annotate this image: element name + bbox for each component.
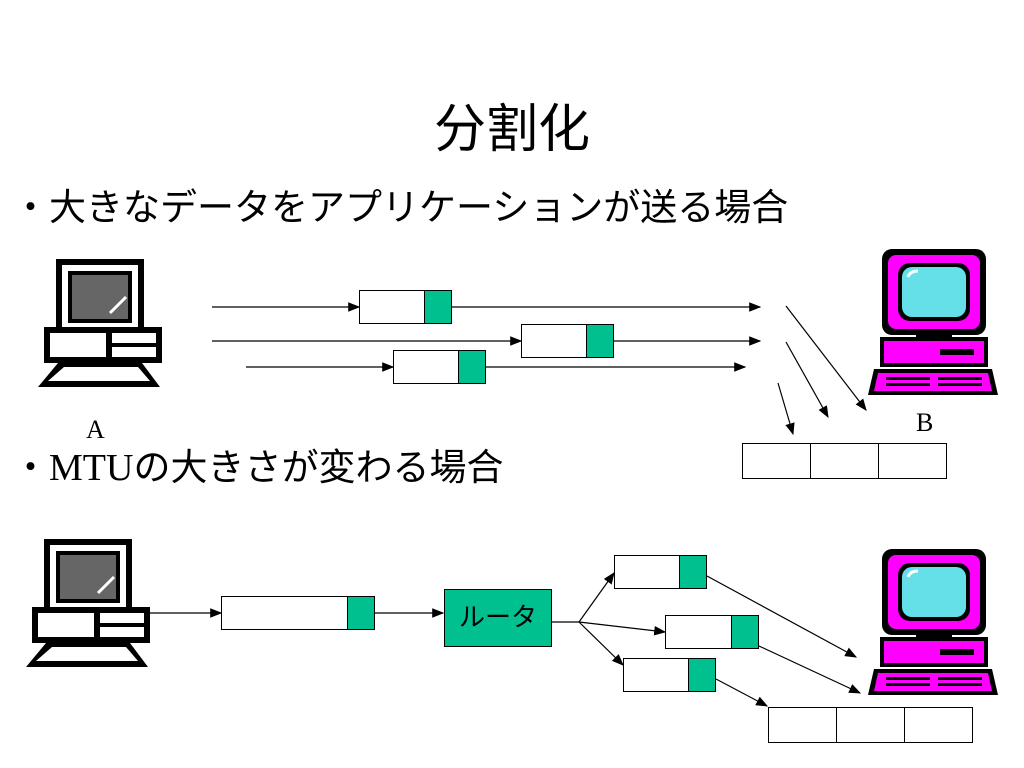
reassembly-buffer: [768, 707, 973, 743]
packet-large: [221, 596, 375, 630]
host-b-label: B: [916, 408, 934, 437]
arrow-line: [578, 572, 615, 623]
bullet-mtu-change: ・MTUの大きさが変わる場合: [12, 446, 503, 490]
reassembly-buffer: [742, 443, 947, 479]
host-a-label: A: [86, 415, 105, 444]
arrow-line: [706, 575, 858, 658]
arrow-line: [758, 645, 862, 694]
buffer-cell: [811, 444, 879, 478]
packet-header: [347, 597, 374, 629]
bullet-mark: ・: [12, 186, 49, 229]
packet-fragment: [665, 615, 759, 649]
packet: [393, 350, 486, 384]
packet-header: [679, 556, 706, 588]
packet-header: [424, 291, 451, 323]
bullet-text: の大きさが変わる場合: [133, 446, 504, 489]
buffer-cell: [769, 708, 837, 742]
bullet-text: 大きなデータをアプリケーションが送る場合: [49, 186, 789, 229]
receiver-computer-icon: [868, 249, 998, 395]
arrow-line: [777, 382, 795, 436]
buffer-cell: [743, 444, 811, 478]
arrow-line: [715, 678, 769, 707]
receiver-computer-icon: [868, 549, 998, 695]
packet: [521, 324, 614, 358]
buffer-cell: [879, 444, 946, 478]
arrow-line: [578, 621, 624, 666]
packet-fragment: [623, 658, 716, 692]
packet-header: [586, 325, 613, 357]
arrow-line: [578, 621, 667, 636]
bullet-mark: ・: [12, 446, 49, 489]
sender-computer-icon: [38, 259, 162, 387]
bullet-large-data: ・大きなデータをアプリケーションが送る場合: [12, 186, 788, 230]
slide-title: 分割化: [433, 100, 590, 160]
sender-computer-icon: [26, 539, 150, 667]
packet-header: [458, 351, 485, 383]
arrow-line: [785, 341, 829, 419]
buffer-cell: [905, 708, 972, 742]
bullet-mtu-term: MTU: [49, 447, 134, 489]
packet-header: [688, 659, 715, 691]
packet-header: [731, 616, 758, 648]
packet-fragment: [614, 555, 707, 589]
buffer-cell: [837, 708, 905, 742]
arrow-line: [785, 305, 867, 411]
packet: [359, 290, 452, 324]
router-box: ルータ: [444, 589, 552, 647]
